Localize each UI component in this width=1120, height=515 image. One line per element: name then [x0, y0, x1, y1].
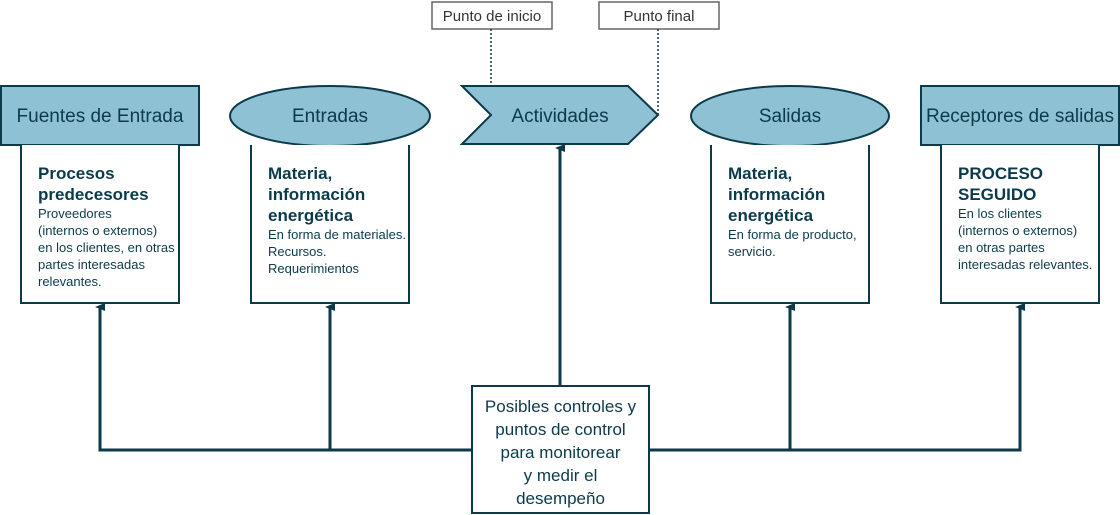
- header-sources: Fuentes de Entrada: [0, 85, 200, 146]
- header-receivers: Receptores de salidas: [920, 85, 1120, 146]
- arrow-to-receivers: [650, 303, 1025, 452]
- header-outputs-label: Salidas: [759, 106, 821, 127]
- outputs-box: Materia, información energética En forma…: [710, 145, 870, 304]
- inputs-box-title: Materia, información energética: [268, 164, 366, 225]
- receivers-box-detail: En los clientes (internos o externos) en…: [958, 206, 1093, 272]
- sources-box: Procesos predecesores Proveedores (inter…: [20, 145, 180, 304]
- header-sources-label: Fuentes de Entrada: [17, 106, 184, 127]
- receivers-box: PROCESO SEGUIDO En los clientes (interno…: [940, 145, 1100, 304]
- arrow-to-sources: [95, 303, 471, 452]
- sources-box-detail: Proveedores (internos o externos) en los…: [38, 206, 175, 289]
- header-receivers-label: Receptores de salidas: [926, 106, 1114, 127]
- receivers-box-title: PROCESO SEGUIDO: [958, 164, 1044, 204]
- inputs-box-detail: En forma de materiales. Recursos. Requer…: [268, 227, 407, 276]
- outputs-box-title: Materia, información energética: [728, 164, 826, 225]
- end-point-label: Punto final: [624, 8, 695, 25]
- control-points-box: Posibles controles y puntos de control p…: [471, 385, 650, 514]
- outputs-box-detail: En forma de producto, servicio.: [728, 227, 857, 259]
- sources-box-title: Procesos predecesores: [38, 164, 149, 204]
- header-activities-label: Actividades: [511, 106, 608, 127]
- start-point-tag: Punto de inicio: [431, 1, 553, 30]
- start-point-label: Punto de inicio: [443, 8, 541, 25]
- header-inputs-label: Entradas: [292, 106, 368, 127]
- header-activities: Actividades: [459, 85, 660, 145]
- inputs-box: Materia, información energética En forma…: [250, 145, 410, 304]
- header-outputs: Salidas: [690, 85, 890, 147]
- header-inputs: Entradas: [229, 85, 431, 147]
- end-point-tag: Punto final: [598, 1, 720, 30]
